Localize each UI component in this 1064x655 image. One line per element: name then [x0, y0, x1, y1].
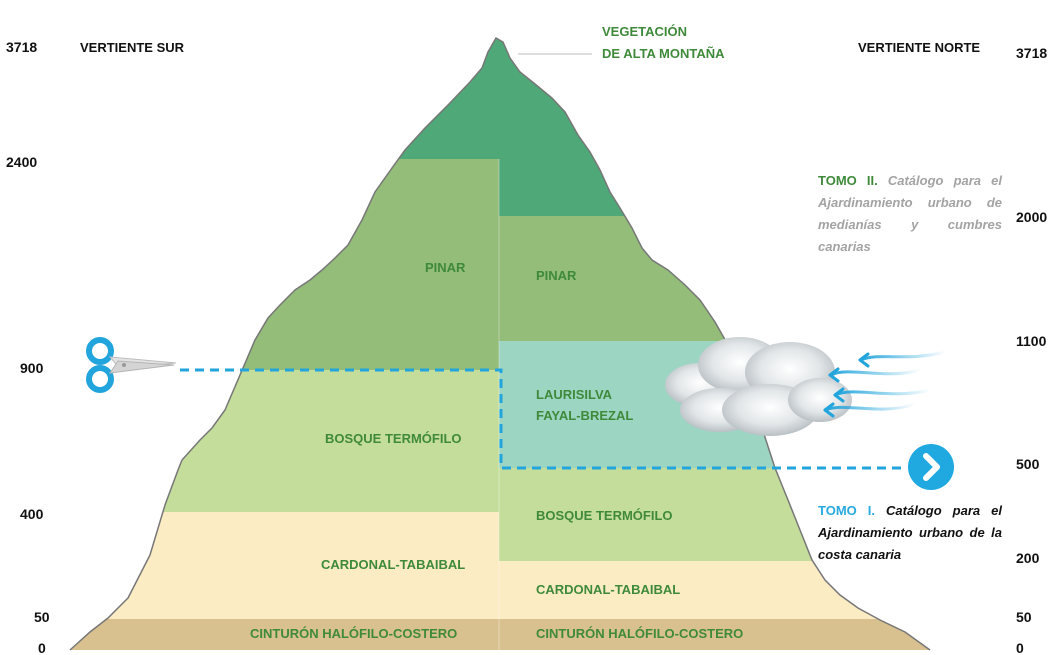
alt-south-50: 50	[34, 609, 50, 625]
summit-label-line1: VEGETACIÓN	[602, 24, 687, 39]
tomo1-note: TOMO I. Catálogo para el Ajardinamiento …	[818, 500, 1002, 566]
alt-north-0: 0	[1016, 640, 1024, 655]
south-cinturon-label: CINTURÓN HALÓFILO-COSTERO	[250, 626, 457, 641]
north-cardonal-label: CARDONAL-TABAIBAL	[536, 582, 680, 597]
north-pinar-label: PINAR	[536, 268, 577, 283]
tomo2-body: Catálogo para el Ajardinamiento urbano d…	[818, 173, 1002, 254]
zone-cinturon	[70, 619, 930, 650]
south-cardonal-label: CARDONAL-TABAIBAL	[321, 557, 465, 572]
alt-south-3718: 3718	[6, 39, 37, 55]
south-side-title: VERTIENTE SUR	[80, 40, 185, 55]
north-bosque-label: BOSQUE TERMÓFILO	[536, 508, 673, 523]
tomo2-note: TOMO II. Catálogo para el Ajardinamiento…	[818, 170, 1002, 258]
south-pinar-label: PINAR	[425, 260, 466, 275]
zone-alta-montana	[70, 38, 930, 160]
tomo1-lead: TOMO I.	[818, 503, 876, 518]
next-button[interactable]	[908, 444, 954, 490]
chevron-right-icon	[923, 453, 940, 481]
tomo2-lead: TOMO II.	[818, 173, 878, 188]
alt-south-400: 400	[20, 506, 44, 522]
south-bosque-label: BOSQUE TERMÓFILO	[325, 431, 462, 446]
alt-south-0: 0	[38, 640, 46, 655]
alt-north-50: 50	[1016, 609, 1032, 625]
north-cinturon-label: CINTURÓN HALÓFILO-COSTERO	[536, 626, 743, 641]
alt-north-2000: 2000	[1016, 209, 1047, 225]
alt-south-2400: 2400	[6, 154, 37, 170]
summit-label-line2: DE ALTA MONTAÑA	[602, 46, 725, 61]
alt-north-1100: 1100	[1016, 333, 1047, 349]
tomo1-body: Catálogo para el Ajardinamiento urbano d…	[818, 503, 1002, 562]
dashed-route-line	[180, 368, 902, 470]
alt-north-500: 500	[1016, 456, 1040, 472]
alt-north-200: 200	[1016, 550, 1040, 566]
wind-icon	[823, 350, 947, 418]
north-laurisilva-label: LAURISILVA	[536, 387, 613, 402]
alt-south-900: 900	[20, 360, 44, 376]
north-side-title: VERTIENTE NORTE	[858, 40, 980, 55]
cloud-icon	[665, 337, 852, 436]
alt-north-3718: 3718	[1016, 45, 1047, 61]
scissors-icon[interactable]	[84, 335, 180, 397]
north-fayal-brezal-label: FAYAL-BREZAL	[536, 408, 633, 423]
